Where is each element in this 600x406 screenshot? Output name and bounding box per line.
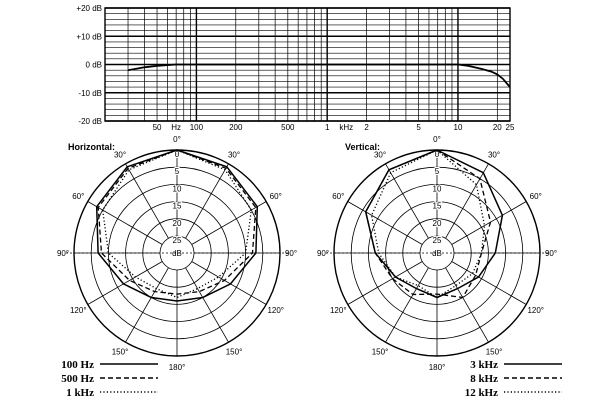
polar-angle-label: 150°	[486, 348, 503, 357]
legend-label: 12 kHz	[465, 387, 498, 399]
polar-spoke	[87, 201, 163, 245]
polar-angle-label: 150°	[226, 348, 243, 357]
legend-label: 8 kHz	[470, 373, 498, 385]
polar-angle-label: 0°	[173, 135, 181, 144]
freq-x-tick-label: 200	[229, 123, 243, 132]
polar-angle-label: 60°	[270, 192, 282, 201]
freq-y-tick-label: +20 dB	[76, 4, 102, 13]
polar-angle-label: 120°	[330, 306, 347, 315]
polar-angle-label: 120°	[267, 306, 284, 315]
freq-response-curve	[127, 63, 511, 88]
polar-angle-label: 90°	[545, 249, 557, 258]
polar-radial-label: 25	[433, 236, 442, 245]
freq-x-tick-label: 10	[454, 123, 463, 132]
polar-radial-label: 5	[175, 167, 180, 176]
polar-spoke	[191, 261, 267, 305]
legend-label: 100 Hz	[61, 359, 94, 371]
freq-x-tick-label: kHz	[339, 123, 353, 132]
freq-x-tick-label: 2	[364, 123, 369, 132]
polar-angle-label: 60°	[332, 192, 344, 201]
polar-radial-label: 15	[173, 202, 182, 211]
polar-angle-label: 30°	[228, 150, 240, 159]
polar-series-line	[370, 149, 486, 299]
polar-radial-label: 0	[175, 150, 180, 159]
polar-series-line	[97, 149, 257, 295]
freq-x-tick-label: 5	[416, 123, 421, 132]
polar-angle-label: 90°	[57, 249, 69, 258]
polar-angle-label: 180°	[169, 363, 186, 372]
freq-x-tick-label: 50	[153, 123, 162, 132]
legend-label: 3 kHz	[470, 359, 498, 371]
freq-y-tick-label: -20 dB	[78, 117, 102, 126]
polar-angle-label: 60°	[72, 192, 84, 201]
polar-angle-label: 120°	[70, 306, 87, 315]
freq-y-tick-label: 0 dB	[86, 61, 102, 70]
polar-spoke	[191, 201, 267, 245]
freq-x-tick-label: 25	[506, 123, 515, 132]
polar-angle-label: 60°	[530, 192, 542, 201]
polar-angle-label: 120°	[527, 306, 544, 315]
vertical-polar-chart: Vertical: 0 5 10 15 20 25 dB 0° 30° 60° 90° 120° 150°…	[317, 135, 557, 372]
polar-title: Horizontal:	[68, 142, 115, 152]
polar-angle-label: 30°	[374, 150, 386, 159]
polar-spoke	[451, 261, 527, 305]
polar-spoke	[451, 201, 527, 245]
polar-spoke	[347, 201, 423, 245]
polar-spoke	[385, 163, 429, 239]
horizontal-polar-chart: Horizontal: 0 5 10 15 20 25 dB 0° 30° 60° 90° 120° 15…	[57, 135, 297, 372]
legend-label: 500 Hz	[61, 373, 94, 385]
legend: 100 Hz 500 Hz 1 kHz 3 kHz 8 kHz 12 kHz	[61, 359, 562, 399]
polar-radial-label: 25	[173, 236, 182, 245]
polar-angle-label: 90°	[317, 249, 329, 258]
polar-spoke	[125, 267, 169, 343]
polar-angle-label: 150°	[112, 348, 129, 357]
polar-radial-label: 20	[433, 219, 442, 228]
polar-radial-label: 15	[433, 202, 442, 211]
polar-spoke	[445, 267, 489, 343]
polar-series-line	[365, 149, 492, 299]
polar-series-line	[95, 149, 259, 302]
polar-spoke	[445, 163, 489, 239]
polar-spoke	[87, 261, 163, 305]
polar-unit-label: dB	[172, 249, 182, 258]
freq-y-tick-label: -10 dB	[78, 89, 102, 98]
polar-angle-label: 30°	[488, 150, 500, 159]
freq-x-tick-label: 20	[493, 123, 502, 132]
polar-spoke	[347, 261, 423, 305]
polar-angle-label: 150°	[372, 348, 389, 357]
polar-angle-label: 90°	[285, 249, 297, 258]
polar-angle-label: 30°	[114, 150, 126, 159]
polar-radial-label: 0	[435, 150, 440, 159]
freq-y-tick-label: +10 dB	[76, 32, 102, 41]
legend-label: 1 kHz	[66, 387, 94, 399]
polar-radial-label: 10	[433, 184, 442, 193]
polar-angle-label: 0°	[433, 135, 441, 144]
polar-radial-label: 20	[173, 219, 182, 228]
freq-plot-frame	[104, 7, 511, 122]
polar-title: Vertical:	[345, 142, 380, 152]
freq-x-tick-label: 1	[325, 123, 330, 132]
freq-x-tick-label: 100	[190, 123, 204, 132]
polar-unit-label: dB	[432, 249, 442, 258]
polar-spoke	[185, 163, 229, 239]
polar-spoke	[185, 267, 229, 343]
polar-radial-label: 10	[173, 184, 182, 193]
polar-spoke	[385, 267, 429, 343]
polar-angle-label: 180°	[429, 363, 446, 372]
freq-x-tick-label: 500	[281, 123, 295, 132]
frequency-response-chart: +20 dB +10 dB 0 dB -10 dB -20 dB 50 Hz 100 200 50…	[76, 4, 515, 132]
polar-radial-label: 5	[435, 167, 440, 176]
freq-x-tick-label: Hz	[171, 123, 181, 132]
polar-spoke	[125, 163, 169, 239]
